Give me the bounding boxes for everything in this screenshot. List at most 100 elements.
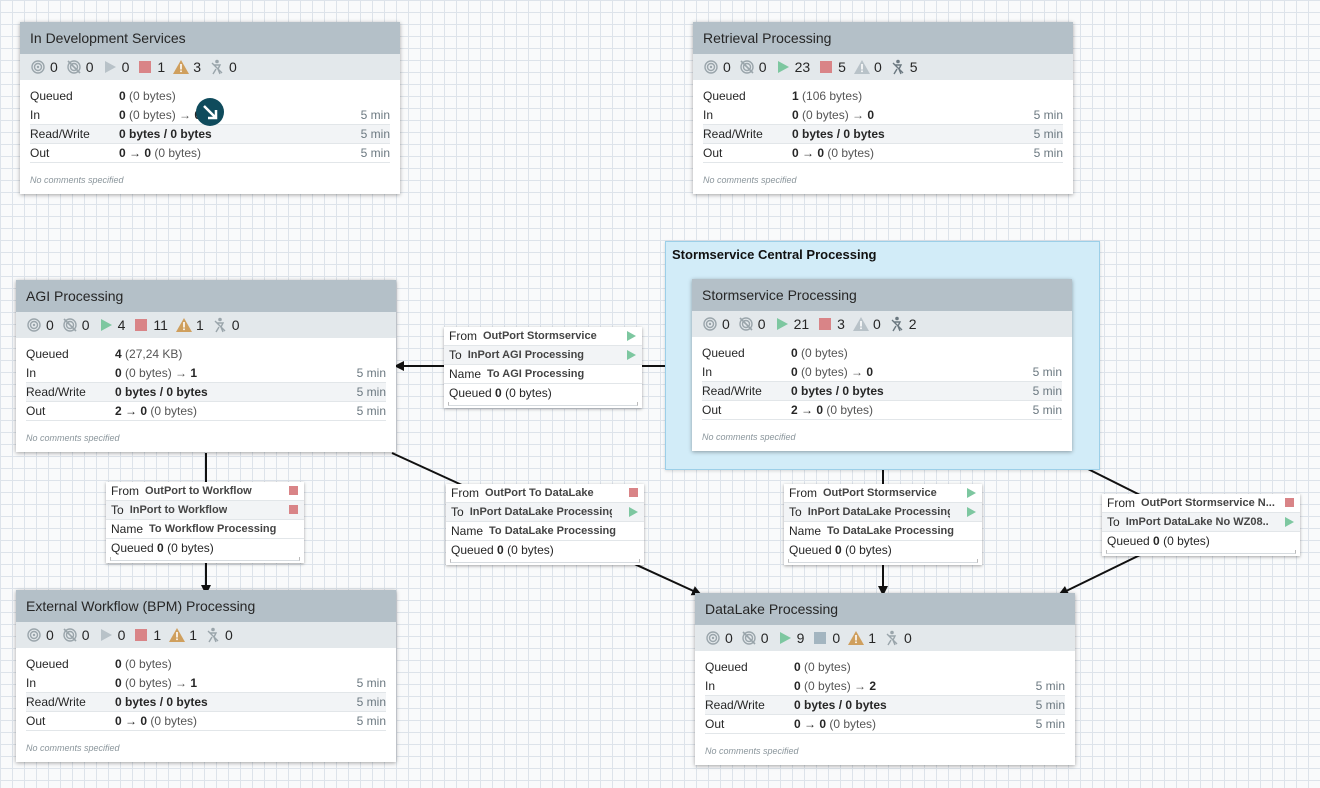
- queued-value: 0: [115, 657, 122, 671]
- queue-bar: [448, 402, 638, 406]
- from-label: From: [111, 484, 139, 498]
- running-icon: [627, 350, 636, 360]
- out-label: Out: [26, 404, 46, 418]
- connection-label[interactable]: From OutPort Stormservice To InPort AGI …: [444, 327, 642, 408]
- in-label: In: [30, 108, 41, 122]
- to-port: ImPort DataLake No WZ08...: [1125, 516, 1268, 528]
- in-time: 5 min: [360, 108, 390, 122]
- connection-label[interactable]: From OutPort To DataLake To InPort DataL…: [446, 484, 644, 565]
- connection-label[interactable]: From OutPort Stormservice To InPort Data…: [784, 484, 982, 565]
- running-icon: [98, 627, 114, 643]
- process-group-stats: 0 0 0 1 1 0: [16, 622, 396, 648]
- running-stat: 9: [777, 630, 804, 646]
- in-value: 0: [794, 679, 801, 693]
- out-label: Out: [703, 146, 723, 160]
- in-target: 1: [190, 676, 198, 690]
- disabled-stat: 0: [209, 59, 237, 75]
- out-row: Out 0 → 0 (0 bytes) 5 min: [30, 144, 390, 163]
- connection-queued-row: Queued 0 (0 bytes): [446, 541, 644, 559]
- process-group-card[interactable]: AGI Processing 0 0 4 11 1 0 Que: [16, 280, 396, 452]
- process-group-title[interactable]: Stormservice Processing: [692, 279, 1072, 311]
- not-transmitting-icon: [741, 630, 757, 646]
- read-write-value: 0 bytes / 0 bytes: [115, 385, 208, 399]
- queued-row: Queued 0 (0 bytes): [702, 344, 1062, 362]
- in-target: 0: [866, 365, 874, 379]
- in-target: 0: [867, 108, 875, 122]
- out-detail: (0 bytes): [829, 717, 877, 731]
- out-detail: (0 bytes): [150, 404, 198, 418]
- connection-to-row: To InPort DataLake Processing: [446, 503, 644, 522]
- read-write-time: 5 min: [1033, 127, 1063, 141]
- transmitting-stat: 0: [702, 316, 730, 332]
- process-group-card[interactable]: Stormservice Processing 0 0 21 3 0 2: [692, 279, 1072, 451]
- process-group-title[interactable]: In Development Services: [20, 22, 400, 54]
- stopped-icon: [629, 488, 638, 497]
- stopped-icon: [818, 59, 834, 75]
- from-port: OutPort To DataLake: [485, 487, 594, 499]
- connection-label[interactable]: From OutPort to Workflow To InPort to Wo…: [106, 482, 304, 563]
- queued-detail: (0 bytes): [505, 386, 552, 400]
- running-icon: [777, 630, 793, 646]
- in-label: In: [703, 108, 714, 122]
- invalid-icon: [175, 317, 192, 333]
- not-transmitting-icon: [738, 316, 754, 332]
- invalid-stat: 1: [175, 317, 204, 333]
- name-label: Name: [789, 524, 822, 538]
- connection-name-row: Name To Workflow Processing: [106, 520, 304, 539]
- process-group-card[interactable]: Retrieval Processing 0 0 23 5 0 5: [693, 22, 1073, 194]
- out-label: Out: [702, 403, 722, 417]
- to-port: InPort DataLake Processing: [469, 506, 612, 518]
- process-group-title[interactable]: AGI Processing: [16, 280, 396, 312]
- transmitting-icon: [26, 317, 42, 333]
- process-group-card[interactable]: DataLake Processing 0 0 9 0 1 0: [695, 593, 1075, 765]
- read-write-label: Read/Write: [26, 385, 86, 399]
- queued-row: Queued 1 (106 bytes): [703, 87, 1063, 105]
- queued-value: 0: [157, 541, 164, 555]
- stopped-stat: 1: [133, 627, 161, 643]
- not-transmitting-stat: 0: [741, 630, 769, 646]
- process-group-card[interactable]: External Workflow (BPM) Processing 0 0 0…: [16, 590, 396, 762]
- queued-detail: (0 bytes): [845, 543, 892, 557]
- queued-value: 4: [115, 347, 122, 361]
- read-write-value: 0 bytes / 0 bytes: [794, 698, 887, 712]
- out-detail: (0 bytes): [150, 714, 198, 728]
- process-group-title[interactable]: DataLake Processing: [695, 593, 1075, 625]
- stopped-icon: [137, 59, 153, 75]
- name-label: Name: [451, 524, 484, 538]
- queued-label: Queued: [705, 660, 748, 674]
- connection-name: To DataLake Processing: [827, 525, 954, 537]
- process-group-status-table: Queued 0 (0 bytes) In 0 (0 bytes) → 1 5 …: [16, 648, 396, 753]
- connection-line: [1056, 453, 1058, 594]
- out-label: Out: [26, 714, 46, 728]
- stopped-stat: 11: [133, 317, 168, 333]
- not-transmitting-stat: 0: [739, 59, 767, 75]
- process-group-title[interactable]: Retrieval Processing: [693, 22, 1073, 54]
- invalid-stat: 0: [852, 316, 881, 332]
- transmitting-icon: [30, 59, 46, 75]
- queued-label: Queued: [26, 657, 69, 671]
- transmitting-icon: [703, 59, 719, 75]
- queued-label: Queued: [702, 346, 745, 360]
- connection-to-row: To InPort DataLake Processing: [784, 503, 982, 522]
- process-group-title[interactable]: External Workflow (BPM) Processing: [16, 590, 396, 622]
- from-port: OutPort to Workflow: [145, 485, 252, 497]
- queued-row: Queued 0 (0 bytes): [705, 658, 1065, 676]
- connection-label[interactable]: From OutPort Stormservice N... To ImPort…: [1102, 494, 1300, 556]
- queued-detail: (27,24 KB): [125, 347, 183, 361]
- read-write-row: Read/Write 0 bytes / 0 bytes 5 min: [26, 383, 386, 402]
- disabled-icon: [209, 59, 225, 75]
- in-value: 0: [791, 365, 798, 379]
- connection-name: To AGI Processing: [487, 368, 585, 380]
- out-value: 0 → 0: [792, 146, 825, 160]
- transmitting-stat: 0: [26, 317, 54, 333]
- in-detail: (0 bytes) →: [125, 676, 188, 690]
- transmitting-icon: [702, 316, 718, 332]
- transmitting-stat: 0: [703, 59, 731, 75]
- running-stat: 21: [774, 316, 809, 332]
- disabled-icon: [205, 627, 221, 643]
- in-row: In 0 (0 bytes) → 2 5 min: [705, 677, 1065, 696]
- connection-queued-row: Queued 0 (0 bytes): [784, 541, 982, 559]
- in-detail: (0 bytes) →: [804, 679, 867, 693]
- queued-value: 0: [495, 386, 502, 400]
